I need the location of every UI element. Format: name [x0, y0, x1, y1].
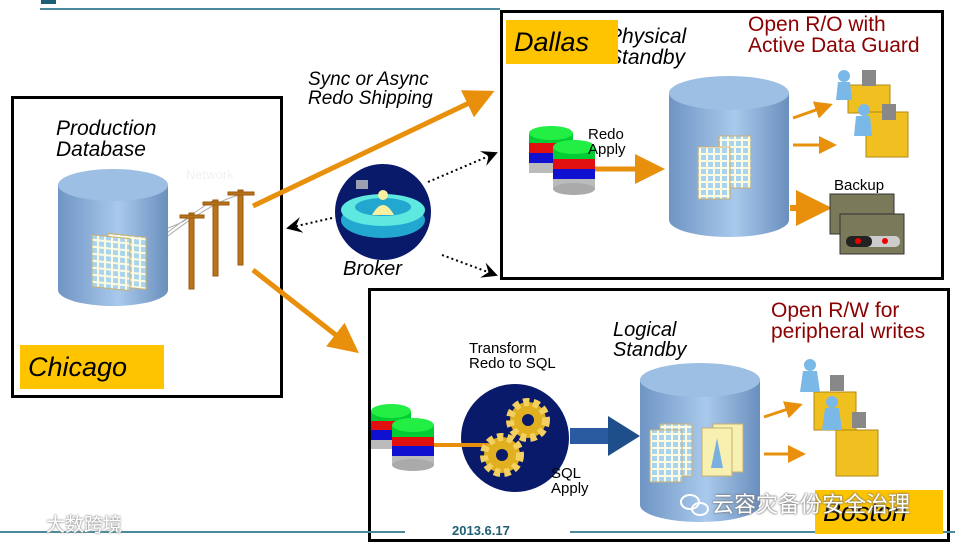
- backup-tapes-icon: [829, 193, 905, 255]
- broker-arrow-boston: [441, 254, 498, 278]
- dallas-site-label[interactable]: Dallas: [506, 20, 618, 64]
- broker-arrow-chicago: [286, 217, 333, 233]
- watermark-left: 大数跨境: [46, 515, 123, 536]
- boston-open-mode-label: Open R/W for peripheral writes: [771, 299, 926, 343]
- header-rule: [40, 8, 500, 10]
- boston-redo-logs-icon: [371, 404, 434, 471]
- broker-label: Broker: [343, 258, 402, 280]
- broker-icon: [335, 164, 431, 260]
- watermark-right: 云容灾备份安全治理: [712, 492, 911, 517]
- boston-site-label[interactable]: Boston: [815, 490, 943, 534]
- header-accent-block: [41, 0, 56, 4]
- footer-date: 2013.6.17: [452, 523, 510, 538]
- chicago-site-label[interactable]: Chicago: [20, 345, 164, 389]
- redo-shipping-arrow-boston: [251, 268, 359, 354]
- redo-apply-label: Redo Apply: [588, 126, 626, 158]
- production-database-title: Production Database: [56, 117, 157, 161]
- sql-apply-label: SQL Apply: [551, 465, 589, 497]
- backup-label: Backup: [834, 177, 885, 194]
- redo-shipping-arrow-dallas: [251, 90, 495, 209]
- physical-standby-title: Physical Standby: [608, 25, 687, 69]
- production-database-icon: [58, 169, 168, 306]
- dallas-redo-logs-icon: [529, 126, 595, 195]
- sql-apply-gears-icon: [434, 384, 569, 492]
- physical-standby-database-icon: [669, 76, 789, 237]
- sql-apply-arrow: [570, 416, 640, 456]
- redo-shipping-label: Sync or Async Redo Shipping: [308, 69, 433, 109]
- logical-standby-title: Logical Standby: [613, 319, 687, 361]
- wechat-icon: [680, 494, 709, 516]
- transform-label: Transform Redo to SQL: [469, 340, 556, 372]
- logical-standby-database-icon: [640, 363, 760, 522]
- dallas-users-icon: [836, 70, 909, 158]
- dallas-open-mode-label: Open R/O with Active Data Guard: [748, 13, 920, 57]
- broker-arrow-dallas: [427, 151, 498, 183]
- boston-users-icon: [800, 359, 879, 477]
- network-label: Network: [186, 167, 234, 182]
- ro-user-arrow-1: [792, 101, 833, 120]
- network-poles-icon: [167, 189, 255, 290]
- rw-user-arrow-1: [763, 401, 803, 419]
